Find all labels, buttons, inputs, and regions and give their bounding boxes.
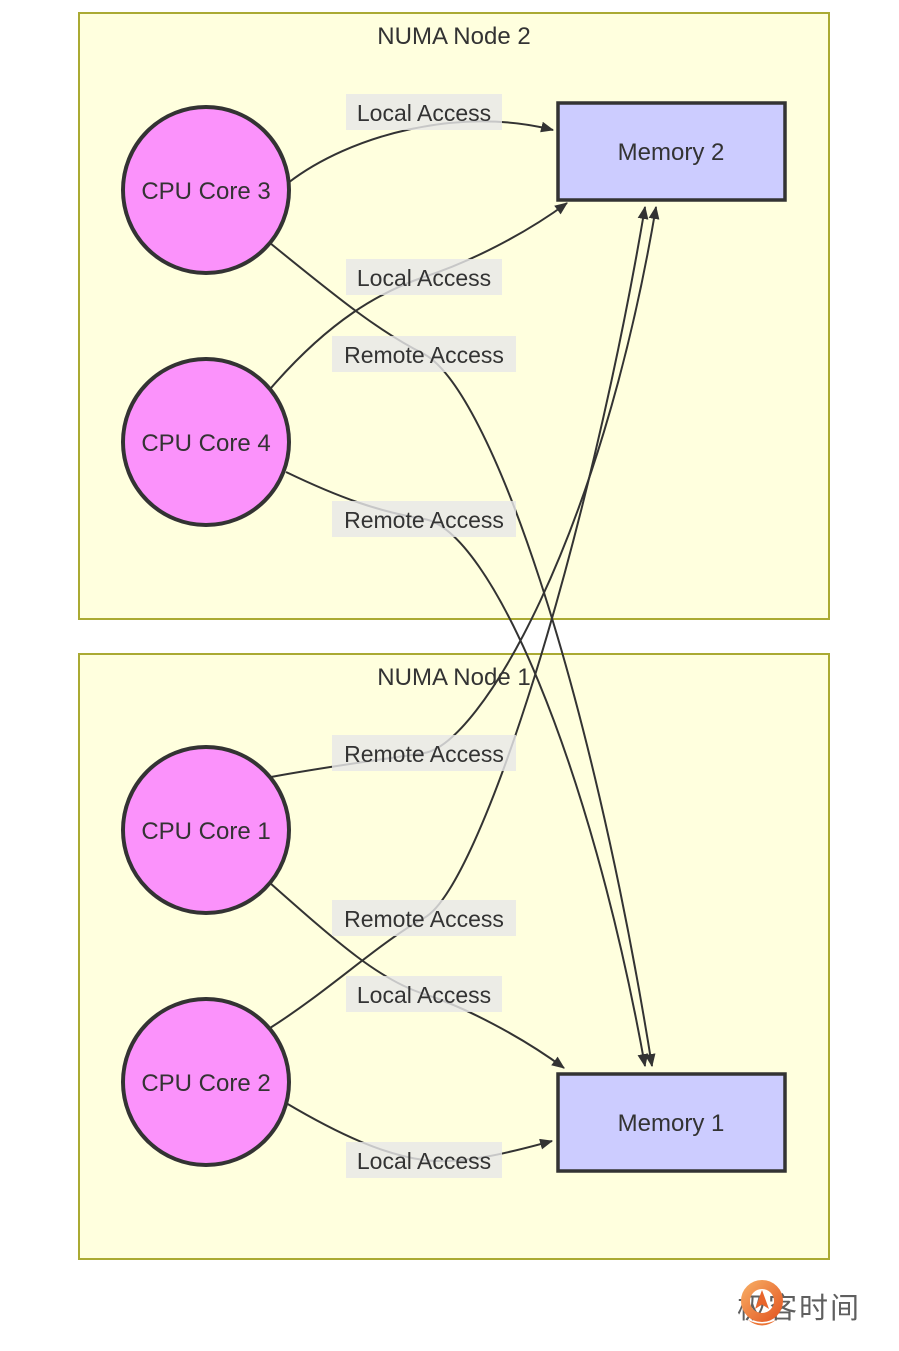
node-cpu-core-4: CPU Core 4 <box>121 357 291 527</box>
edge-label-text: Local Access <box>357 265 491 291</box>
edge-label-text: Remote Access <box>344 906 504 932</box>
cpu-core-4-label: CPU Core 4 <box>141 430 270 457</box>
edge-label-bg <box>332 336 516 372</box>
cpu-core-3-label: CPU Core 3 <box>141 178 270 205</box>
edge-label-text: Remote Access <box>344 507 504 533</box>
cpu-core-1-circle <box>121 745 291 915</box>
edge-label-text: Local Access <box>357 100 491 126</box>
node-memory-1: Memory 1 <box>556 1072 787 1173</box>
edge-label-text: Local Access <box>357 1148 491 1174</box>
node-memory-2: Memory 2 <box>556 101 787 202</box>
edge-label-text: Local Access <box>357 982 491 1008</box>
node-cpu-core-3: CPU Core 3 <box>121 105 291 275</box>
memory-1-box <box>556 1072 787 1173</box>
cpu-core-3-circle <box>121 105 291 275</box>
geektime-logo-icon <box>740 1280 783 1326</box>
cluster-numa-node-2-title: NUMA Node 2 <box>377 23 530 50</box>
edge-label-cpu2-memory1: Local Access <box>346 1142 502 1178</box>
edge-label-bg <box>346 1142 502 1178</box>
cpu-core-2-label: CPU Core 2 <box>141 1070 270 1097</box>
cluster-numa-node-1-title: NUMA Node 1 <box>377 664 530 691</box>
memory-2-box <box>556 101 787 202</box>
memory-1-label: Memory 1 <box>618 1110 725 1137</box>
edge-cpu3-memory1 <box>269 242 656 1068</box>
memory-2-label: Memory 2 <box>618 139 725 166</box>
edge-label-cpu4-memory1: Remote Access <box>332 501 516 537</box>
edge-label-cpu3-memory2: Local Access <box>346 94 502 130</box>
edge-label-text: Remote Access <box>344 741 504 767</box>
node-cpu-core-2: CPU Core 2 <box>121 997 291 1167</box>
edge-label-bg <box>346 976 502 1012</box>
geektime-logo: 极客时间 <box>737 1278 861 1334</box>
edge-cpu2-memory2 <box>269 205 649 1029</box>
edge-label-cpu1-memory2: Remote Access <box>332 735 516 771</box>
edge-label-bg <box>346 259 502 295</box>
cpu-core-2-circle <box>121 997 291 1167</box>
edge-label-cpu4-memory2: Local Access <box>346 259 502 295</box>
cpu-core-1-label: CPU Core 1 <box>141 818 270 845</box>
cpu-core-4-circle <box>121 357 291 527</box>
edge-label-cpu2-memory2: Remote Access <box>332 900 516 936</box>
edge-label-text: Remote Access <box>344 342 504 368</box>
edge-label-cpu3-memory1: Remote Access <box>332 336 516 372</box>
node-cpu-core-1: CPU Core 1 <box>121 745 291 915</box>
edge-label-cpu1-memory1: Local Access <box>346 976 502 1012</box>
edge-label-bg <box>332 501 516 537</box>
edge-label-bg <box>332 735 516 771</box>
edge-label-bg <box>332 900 516 936</box>
edge-label-bg <box>346 94 502 130</box>
